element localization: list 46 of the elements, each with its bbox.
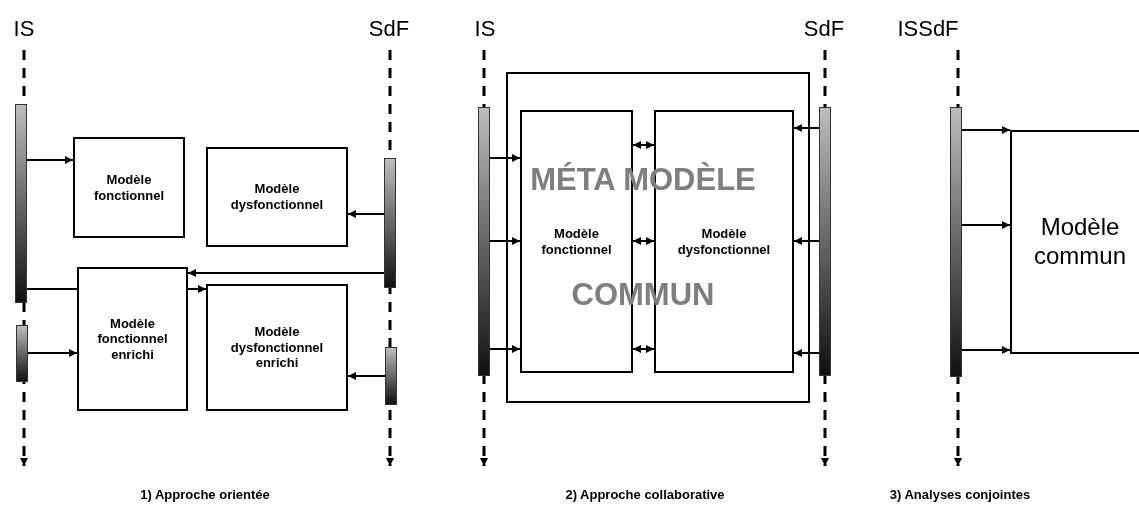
model-box: [1010, 130, 1139, 354]
model-box: [206, 284, 348, 411]
arrow: [793, 237, 820, 245]
arrow: [793, 349, 820, 357]
arrow: [632, 345, 655, 353]
lifeline-label: ISSdF: [893, 14, 963, 44]
arrow: [489, 345, 521, 353]
arrow: [187, 285, 207, 293]
box-label: Modèle dysfonctionnel: [229, 181, 325, 213]
activation-bar: [15, 104, 27, 303]
lifeline-label: IS: [8, 14, 40, 44]
arrow: [27, 349, 78, 357]
activation-bar: [950, 107, 962, 377]
arrow: [489, 237, 521, 245]
lifeline-label: IS: [469, 14, 501, 44]
box-label: Modèle fonctionnel: [92, 171, 165, 204]
arrow: [26, 156, 74, 164]
model-box: [206, 147, 348, 247]
arrow: [347, 210, 385, 218]
lifeline-label: SdF: [365, 14, 413, 44]
arrow: [632, 237, 655, 245]
arrow: [793, 124, 820, 132]
model-box: [73, 137, 185, 238]
activation-bar: [385, 347, 397, 405]
box-label: Modèle dysfonctionnel enrichi: [229, 324, 325, 371]
box-label: Modèle fonctionnel enrichi: [96, 315, 169, 363]
meta-model-frame: [506, 72, 810, 403]
lifeline-label: SdF: [800, 14, 848, 44]
box-label: Modèle commun: [1033, 213, 1127, 271]
arrow: [961, 221, 1011, 229]
panel-caption: 1) Approche orientée: [140, 487, 270, 502]
activation-bar: [16, 325, 28, 382]
activation-bar: [384, 158, 396, 288]
arrow: [489, 154, 521, 162]
panel-caption: 3) Analyses conjointes: [889, 487, 1031, 502]
box-label: Modèle fonctionnel: [540, 225, 613, 258]
activation-bar: [819, 107, 831, 376]
model-box: [77, 267, 188, 411]
arrow: [347, 372, 386, 380]
arrow: [961, 126, 1011, 134]
arrow: [187, 269, 385, 277]
arrow: [632, 141, 655, 149]
box-label: Modèle dysfonctionnel: [676, 225, 772, 258]
arrow: [961, 346, 1011, 354]
panel-caption: 2) Approche collaborative: [565, 487, 725, 502]
activation-bar: [478, 107, 490, 376]
